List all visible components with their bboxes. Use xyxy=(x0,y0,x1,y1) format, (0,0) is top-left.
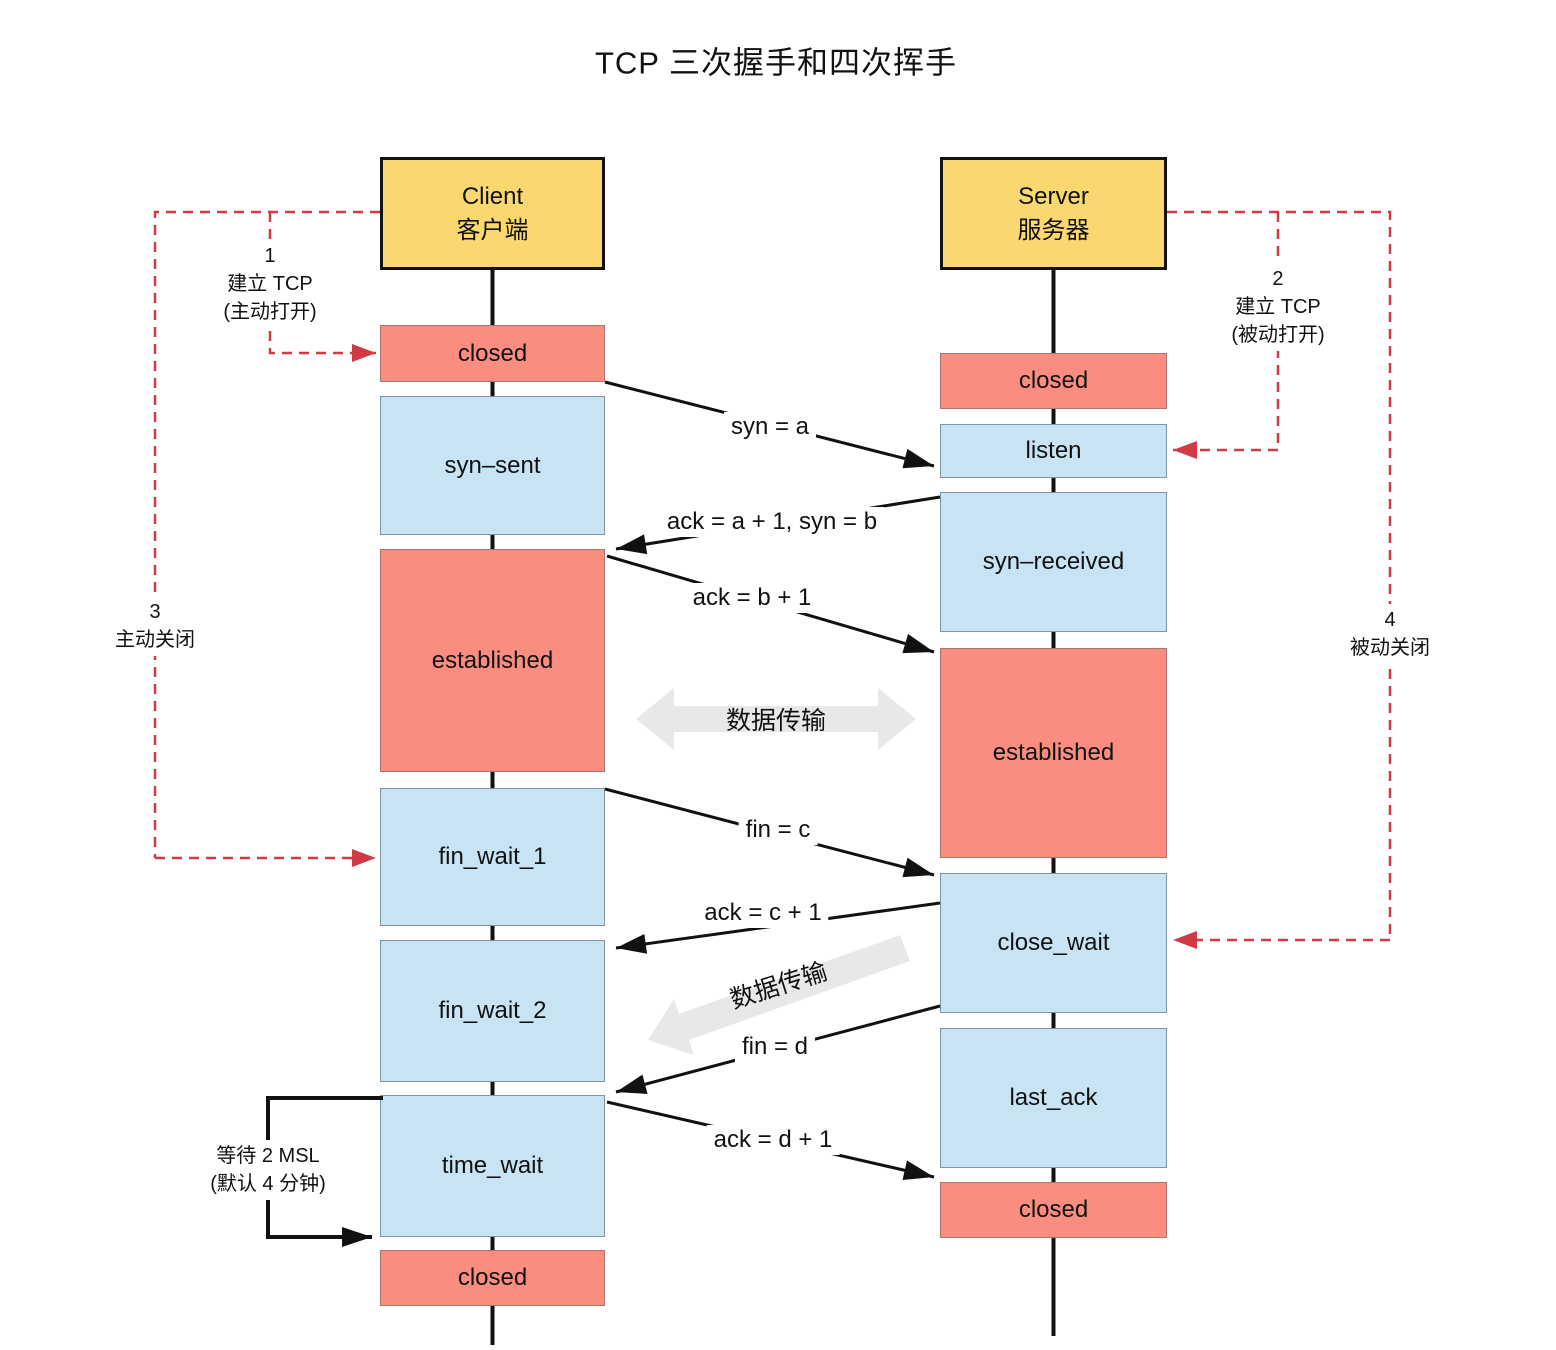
annotation-close-server-num: 4 xyxy=(1384,609,1396,631)
msg-label-ack-c: ack = c + 1 xyxy=(697,898,829,928)
annotation-time-wait-note-line1: 等待 2 MSL xyxy=(216,1145,320,1167)
server-header-box: Server 服务器 xyxy=(940,157,1167,270)
server-header-en: Server xyxy=(1018,182,1089,210)
msg-label-ack-b: ack = b + 1 xyxy=(685,583,819,613)
annotation-open-server-num: 2 xyxy=(1272,268,1284,290)
annotation-open-client: 1 建立 TCP (主动打开) xyxy=(218,240,322,328)
client-header-zh: 客户端 xyxy=(456,216,529,244)
server-state-syn-received: syn–received xyxy=(940,492,1167,632)
client-state-closed-1: closed xyxy=(380,325,605,382)
server-state-closed-1: closed xyxy=(940,353,1167,409)
msg-label-ack-a-syn-b: ack = a + 1, syn = b xyxy=(659,507,885,537)
client-state-fin-wait-1: fin_wait_1 xyxy=(380,788,605,926)
annotation-open-server-line1: 建立 TCP xyxy=(1235,296,1321,318)
annotation-time-wait-note: 等待 2 MSL (默认 4 分钟) xyxy=(205,1140,331,1200)
annotation-time-wait-note-line2: (默认 4 分钟) xyxy=(210,1173,326,1195)
msg-label-fin-c: fin = c xyxy=(738,815,818,845)
client-state-fin-wait-2: fin_wait_2 xyxy=(380,940,605,1082)
annotation-close-server: 4 被动关闭 xyxy=(1345,604,1435,664)
annotation-open-client-num: 1 xyxy=(264,245,276,267)
client-state-closed-2: closed xyxy=(380,1250,605,1306)
server-state-last-ack: last_ack xyxy=(940,1028,1167,1168)
annotation-open-server-line2: (被动打开) xyxy=(1231,324,1325,346)
annotation-open-client-line1: 建立 TCP xyxy=(227,273,313,295)
server-state-established: established xyxy=(940,648,1167,858)
client-state-established: established xyxy=(380,549,605,772)
client-state-syn-sent: syn–sent xyxy=(380,396,605,535)
annotation-open-server: 2 建立 TCP (被动打开) xyxy=(1226,263,1330,351)
client-header-box: Client 客户端 xyxy=(380,157,605,270)
msg-label-ack-d: ack = d + 1 xyxy=(706,1125,840,1155)
annotation-close-server-line1: 被动关闭 xyxy=(1350,637,1430,659)
client-state-time-wait: time_wait xyxy=(380,1095,605,1237)
annotation-close-client-line1: 主动关闭 xyxy=(115,629,195,651)
client-header-en: Client xyxy=(461,182,524,210)
annotation-open-client-line2: (主动打开) xyxy=(223,301,317,323)
msg-label-fin-d: fin = d xyxy=(734,1032,816,1062)
data-transfer-label-upper: 数据传输 xyxy=(725,707,827,735)
server-state-close-wait: close_wait xyxy=(940,873,1167,1013)
server-state-closed-2: closed xyxy=(940,1182,1167,1238)
annotation-close-client: 3 主动关闭 xyxy=(110,596,200,656)
data-transfer-label-lower: 数据传输 xyxy=(726,957,831,1015)
server-state-listen: listen xyxy=(940,424,1167,478)
diagram-title: TCP 三次握手和四次挥手 xyxy=(594,45,958,81)
server-header-zh: 服务器 xyxy=(1017,216,1090,244)
msg-label-syn-a: syn = a xyxy=(723,412,817,442)
annotation-close-client-num: 3 xyxy=(149,601,161,623)
